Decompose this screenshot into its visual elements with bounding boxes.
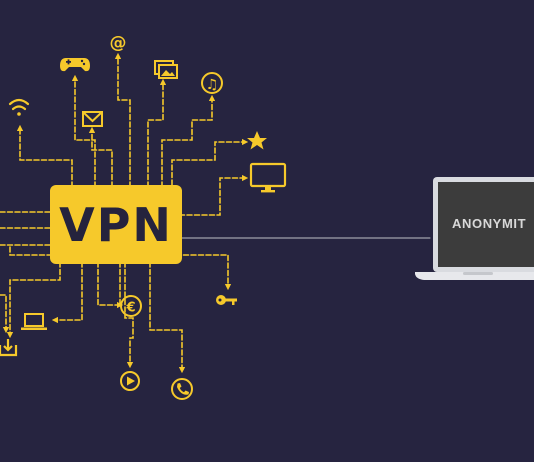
download-icon [0, 339, 18, 357]
at-sign-icon: @ [110, 33, 127, 53]
music-icon: ♫ [201, 72, 223, 94]
key-icon [216, 295, 237, 305]
euro-icon: € [120, 295, 142, 317]
play-icon [120, 371, 140, 391]
laptop-icon [21, 313, 47, 330]
mail-icon [82, 111, 103, 127]
svg-text:@: @ [110, 33, 127, 53]
star-icon [247, 131, 267, 150]
wifi-icon [8, 98, 30, 116]
vpn-label: VPN [59, 197, 173, 252]
monitor-icon [249, 162, 287, 193]
gamepad-icon [60, 58, 90, 72]
laptop-screen-text: ANONYMIT [452, 216, 527, 231]
svg-text:€: € [125, 301, 135, 316]
image-icon [154, 60, 178, 79]
svg-text:♫: ♫ [206, 77, 219, 93]
laptop [415, 177, 534, 280]
phone-icon [171, 378, 193, 400]
vpn-box: VPN [50, 185, 182, 264]
